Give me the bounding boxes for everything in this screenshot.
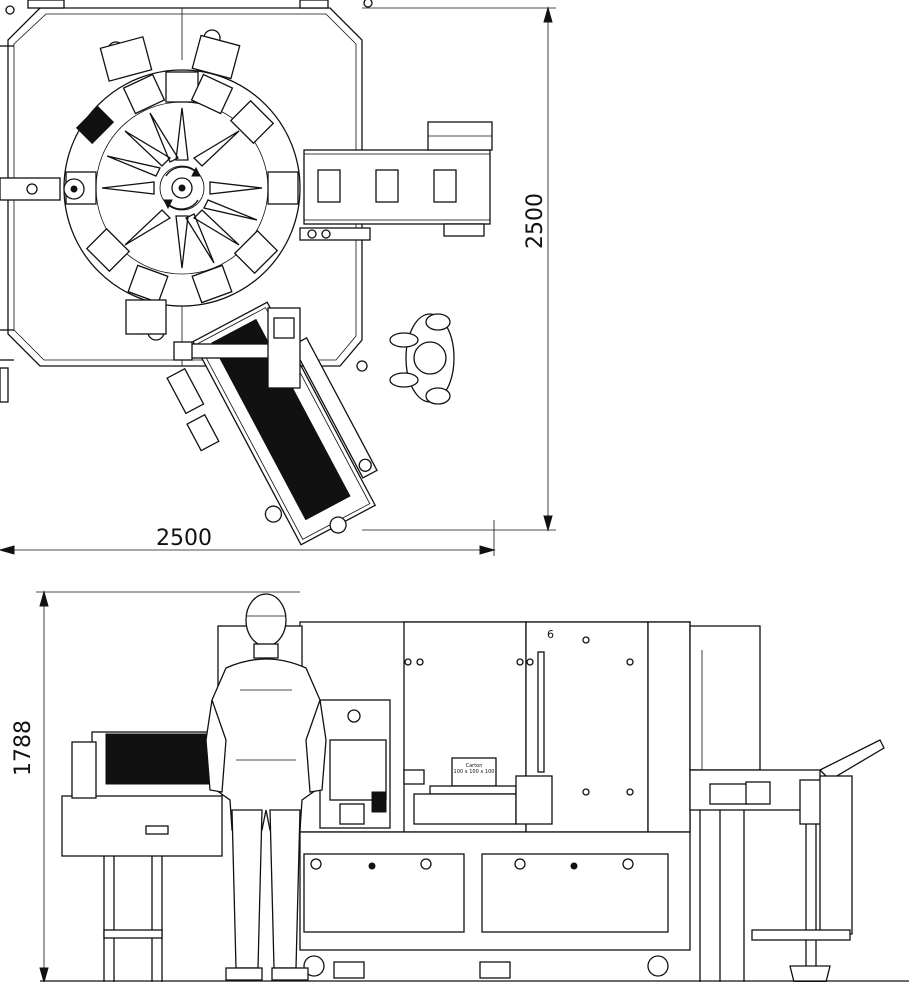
gripper-heads (0, 29, 241, 341)
turret-pockets (65, 71, 299, 304)
side-mechanism (319, 699, 391, 829)
side-outfeed (689, 739, 885, 982)
plan-width-dimension: 2500 (156, 526, 212, 551)
machine-base (299, 831, 691, 979)
carton-label-line2: 100 x 100 x 100 (454, 769, 495, 775)
turret-slots (101, 107, 263, 269)
operator-top-view (389, 313, 455, 405)
machine-frame (0, 0, 373, 403)
side-view: 1788 6 Carton (11, 590, 909, 982)
operator-side-view (205, 593, 327, 981)
infeed-conveyor (166, 301, 378, 546)
station-number: 6 (547, 628, 554, 641)
side-dimensions (36, 590, 300, 982)
rotary-turret (0, 29, 301, 341)
plan-view: 2500 2500 (0, 0, 556, 556)
outfeed-conveyor (299, 121, 493, 241)
height-dimension: 1788 (11, 720, 36, 776)
plan-dimensions (0, 6, 556, 556)
carton-label-line1: Carton (466, 763, 483, 769)
plan-depth-dimension: 2500 (523, 193, 548, 249)
carton-station (403, 757, 553, 825)
side-infeed-conveyor (61, 731, 223, 982)
